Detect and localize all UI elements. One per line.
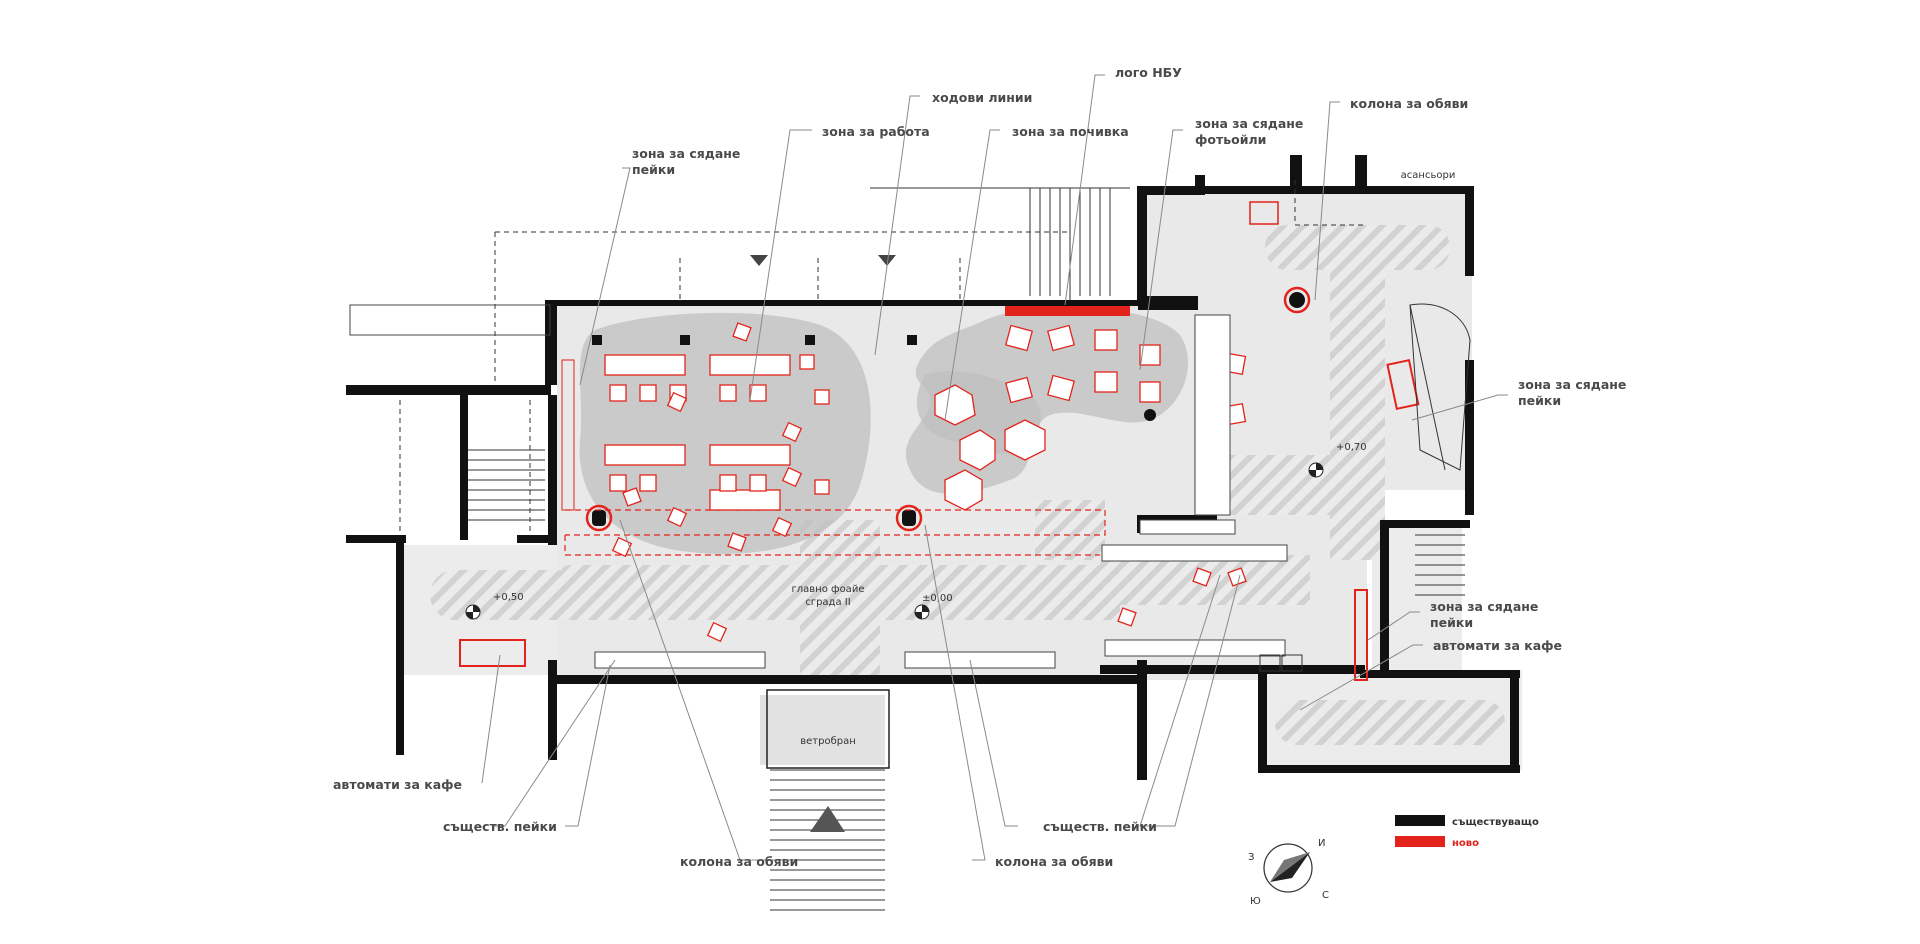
label-logo-nbu: лого НБУ — [1115, 65, 1182, 80]
label-column-notices-bottom-right: колона за обяви — [995, 854, 1113, 869]
label-seating-benches-lower-right-2: пейки — [1430, 615, 1473, 630]
label-coffee-machines-left: автомати за кафе — [333, 777, 462, 792]
legend: съществуващо ново — [1395, 815, 1539, 849]
label-column-notices-bottom-left: колона за обяви — [680, 854, 798, 869]
main-foyer-line2: сграда II — [805, 597, 850, 608]
level-050-label: +0,50 — [493, 592, 524, 603]
label-coffee-machines-right: автомати за кафе — [1433, 638, 1562, 653]
level-070-label: +0,70 — [1336, 442, 1367, 453]
legend-label-existing: съществуващо — [1452, 817, 1539, 828]
label-rest-zone: зона за почивка — [1012, 124, 1129, 139]
label-seating-benches-right-1: зона за сядане — [1518, 377, 1626, 392]
label-work-zone: зона за работа — [822, 124, 930, 139]
legend-swatch-existing — [1395, 815, 1445, 826]
label-existing-benches-left: съществ. пейки — [443, 819, 557, 834]
compass-icon: З И С Ю — [1248, 838, 1329, 907]
overhead-dashed-lines — [399, 180, 1365, 535]
label-walk-lines: ходови линии — [932, 90, 1032, 105]
rest-zone-furniture — [934, 324, 1247, 627]
label-seating-armchairs-1: зона за сядане — [1195, 116, 1303, 131]
compass-south: Ю — [1250, 896, 1261, 907]
entrance-vestibule: ветробран — [750, 255, 1303, 832]
legend-label-new: ново — [1452, 838, 1479, 849]
existing-benches — [594, 314, 1288, 669]
elevators-label: асансьори — [1401, 170, 1456, 181]
legend-swatch-new — [1395, 836, 1445, 847]
level-0-label: ±0,00 — [922, 593, 953, 604]
new-elements — [459, 201, 1420, 681]
walk-lines-hatch — [430, 225, 1505, 745]
label-column-notices-top: колона за обяви — [1350, 96, 1468, 111]
stairs — [349, 187, 1471, 911]
label-seating-armchairs-2: фотьойли — [1195, 132, 1266, 147]
callout-labels: зона за сядане пейки зона за работа ходо… — [333, 65, 1626, 869]
compass-west: З — [1248, 852, 1254, 863]
work-zone-furniture — [604, 322, 830, 643]
leader-lines — [481, 74, 1508, 861]
compass-north: С — [1322, 890, 1329, 901]
label-seating-benches-right-2: пейки — [1518, 393, 1561, 408]
label-seating-benches-lower-right-1: зона за сядане — [1430, 599, 1538, 614]
existing-walls — [346, 155, 1520, 780]
windbreak-label: ветробран — [800, 736, 856, 747]
label-seating-benches-top-1: зона за сядане — [632, 146, 740, 161]
label-seating-benches-top-2: пейки — [632, 162, 675, 177]
markers: +0,50 ±0,00 +0,70 главно фоайе сграда II… — [465, 170, 1456, 620]
label-existing-benches-right: съществ. пейки — [1043, 819, 1157, 834]
compass-east: И — [1318, 838, 1325, 849]
main-foyer-line1: главно фоайе — [792, 584, 865, 595]
